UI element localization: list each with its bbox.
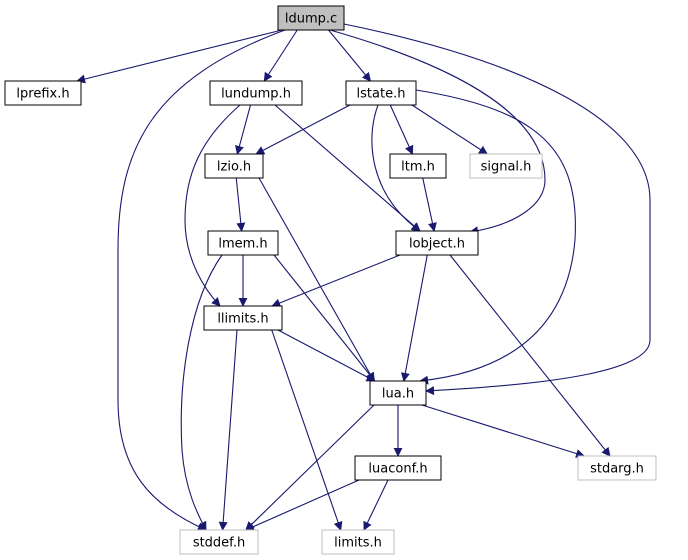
- node-box: [369, 380, 427, 406]
- node-lstate-h[interactable]: lstate.h: [345, 80, 417, 106]
- edge-lundump-h-to-llimits-h: [184, 104, 241, 307]
- node-label: lmem.h: [218, 237, 267, 252]
- node-label: llimits.h: [217, 312, 268, 327]
- edge-lobject-h-to-llimits-h: [271, 254, 401, 308]
- node-label: limits.h: [334, 536, 382, 551]
- node-luaconf-h[interactable]: luaconf.h: [354, 455, 442, 481]
- node-lua-h[interactable]: lua.h: [369, 380, 427, 406]
- node-label: lua.h: [382, 387, 414, 402]
- edge-lundump-h-to-lzio-h: [235, 104, 252, 155]
- node-label: lobject.h: [409, 237, 465, 252]
- edge-lstate-h-to-lua-h: [415, 89, 576, 385]
- edge-lundump-h-to-lobject-h: [274, 104, 421, 232]
- node-box: [469, 153, 543, 179]
- node-lundump-h[interactable]: lundump.h: [209, 80, 303, 106]
- edge-lstate-h-to-lobject-h: [371, 104, 421, 232]
- edges-layer: [76, 23, 651, 531]
- node-stdarg-h: stdarg.h: [577, 455, 657, 481]
- node-stddef-h: stddef.h: [179, 529, 259, 555]
- edge-lstate-h-to-signal-h: [411, 104, 489, 155]
- node-ltm-h[interactable]: ltm.h: [389, 153, 447, 179]
- node-label: lstate.h: [357, 87, 406, 102]
- edge-llimits-h-to-stddef-h: [218, 329, 238, 531]
- node-lobject-h[interactable]: lobject.h: [395, 230, 479, 256]
- node-label: signal.h: [481, 160, 532, 175]
- node-box: [354, 455, 442, 481]
- node-label: stdarg.h: [590, 462, 644, 477]
- edge-lmem-h-to-lua-h: [273, 254, 376, 382]
- node-lprefix-h[interactable]: lprefix.h: [4, 80, 82, 106]
- edge-ltm-h-to-lobject-h: [422, 177, 437, 232]
- edge-lobject-h-to-stdarg-h: [449, 254, 611, 457]
- edge-ldump-c-to-lua-h: [343, 23, 651, 396]
- edge-lua-h-to-stddef-h: [245, 404, 375, 531]
- edge-luaconf-h-to-stddef-h: [245, 479, 360, 531]
- node-box: [577, 455, 657, 481]
- node-ldump-c[interactable]: ldump.c: [277, 5, 345, 31]
- node-box: [345, 80, 417, 106]
- edge-ldump-c-to-lstate-h: [328, 29, 372, 82]
- edge-llimits-h-to-limits-h: [271, 329, 343, 531]
- node-signal-h: signal.h: [469, 153, 543, 179]
- node-box: [204, 153, 264, 179]
- edge-ldump-c-to-stddef-h: [117, 29, 286, 531]
- node-box: [203, 305, 283, 331]
- node-label: lprefix.h: [16, 87, 69, 102]
- node-box: [277, 5, 345, 31]
- edge-lstate-h-to-lzio-h: [255, 104, 351, 155]
- node-label: lundump.h: [221, 87, 291, 102]
- node-label: ltm.h: [401, 160, 435, 175]
- node-limits-h: limits.h: [321, 529, 395, 555]
- node-box: [321, 529, 395, 555]
- edge-llimits-h-to-lua-h: [277, 329, 376, 382]
- node-lmem-h[interactable]: lmem.h: [207, 230, 279, 256]
- edge-ldump-c-to-lprefix-h: [76, 29, 283, 84]
- node-lzio-h[interactable]: lzio.h: [204, 153, 264, 179]
- node-label: luaconf.h: [368, 462, 427, 477]
- node-label: lzio.h: [217, 160, 251, 175]
- node-box: [395, 230, 479, 256]
- node-box: [389, 153, 447, 179]
- node-box: [179, 529, 259, 555]
- edge-lstate-h-to-ltm-h: [389, 104, 414, 155]
- node-llimits-h[interactable]: llimits.h: [203, 305, 283, 331]
- edge-lmem-h-to-stddef-h: [180, 254, 223, 531]
- node-box: [207, 230, 279, 256]
- edge-lua-h-to-stdarg-h: [421, 404, 586, 458]
- edge-ldump-c-to-lundump-h: [263, 29, 298, 82]
- edge-lzio-h-to-lua-h: [258, 177, 375, 382]
- edge-luaconf-h-to-limits-h: [363, 479, 389, 531]
- edge-ldump-c-to-lobject-h: [329, 29, 546, 236]
- nodes-layer: ldump.c lprefix.h lundump.h lstate.h lzio.h l…: [4, 5, 657, 555]
- edge-lzio-h-to-lmem-h: [235, 177, 246, 232]
- node-box: [4, 80, 82, 106]
- edge-lobject-h-to-lua-h: [400, 254, 428, 382]
- node-label: stddef.h: [193, 536, 245, 551]
- node-box: [209, 80, 303, 106]
- node-label: ldump.c: [285, 12, 337, 27]
